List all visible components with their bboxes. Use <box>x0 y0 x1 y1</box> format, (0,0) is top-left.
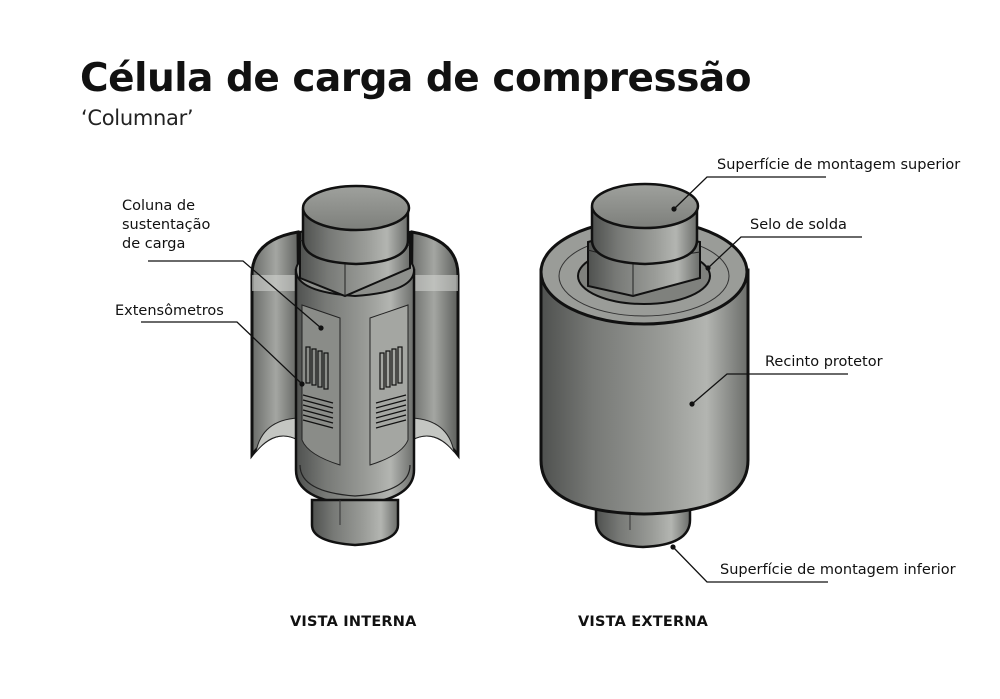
external-view-illustration <box>539 182 750 549</box>
label-strain-gauges: Extensômetros <box>115 303 224 319</box>
strain-gauge-right <box>375 346 407 429</box>
label-bottom-mount: Superfície de montagem inferior <box>720 562 956 578</box>
label-load-column-line2: sustentação <box>122 217 211 233</box>
external-callout-lines <box>672 176 862 583</box>
caption-external-view: VISTA EXTERNA <box>578 614 709 630</box>
diagram-title: Célula de carga de compressão <box>80 56 752 101</box>
internal-callout-lines <box>141 260 322 385</box>
caption-internal-view: VISTA INTERNA <box>290 614 417 630</box>
label-enclosure: Recinto protetor <box>765 354 883 370</box>
label-top-mount: Superfície de montagem superior <box>717 157 961 173</box>
label-load-column-line1: Coluna de <box>122 198 196 214</box>
label-weld-seal: Selo de solda <box>750 217 847 233</box>
label-load-column: Coluna de sustentação de carga <box>122 197 210 254</box>
label-load-column-line3: de carga <box>122 236 186 252</box>
internal-view-illustration <box>250 184 460 547</box>
diagram-subtitle: ‘Columnar’ <box>81 106 194 130</box>
strain-gauge-left <box>302 346 334 429</box>
